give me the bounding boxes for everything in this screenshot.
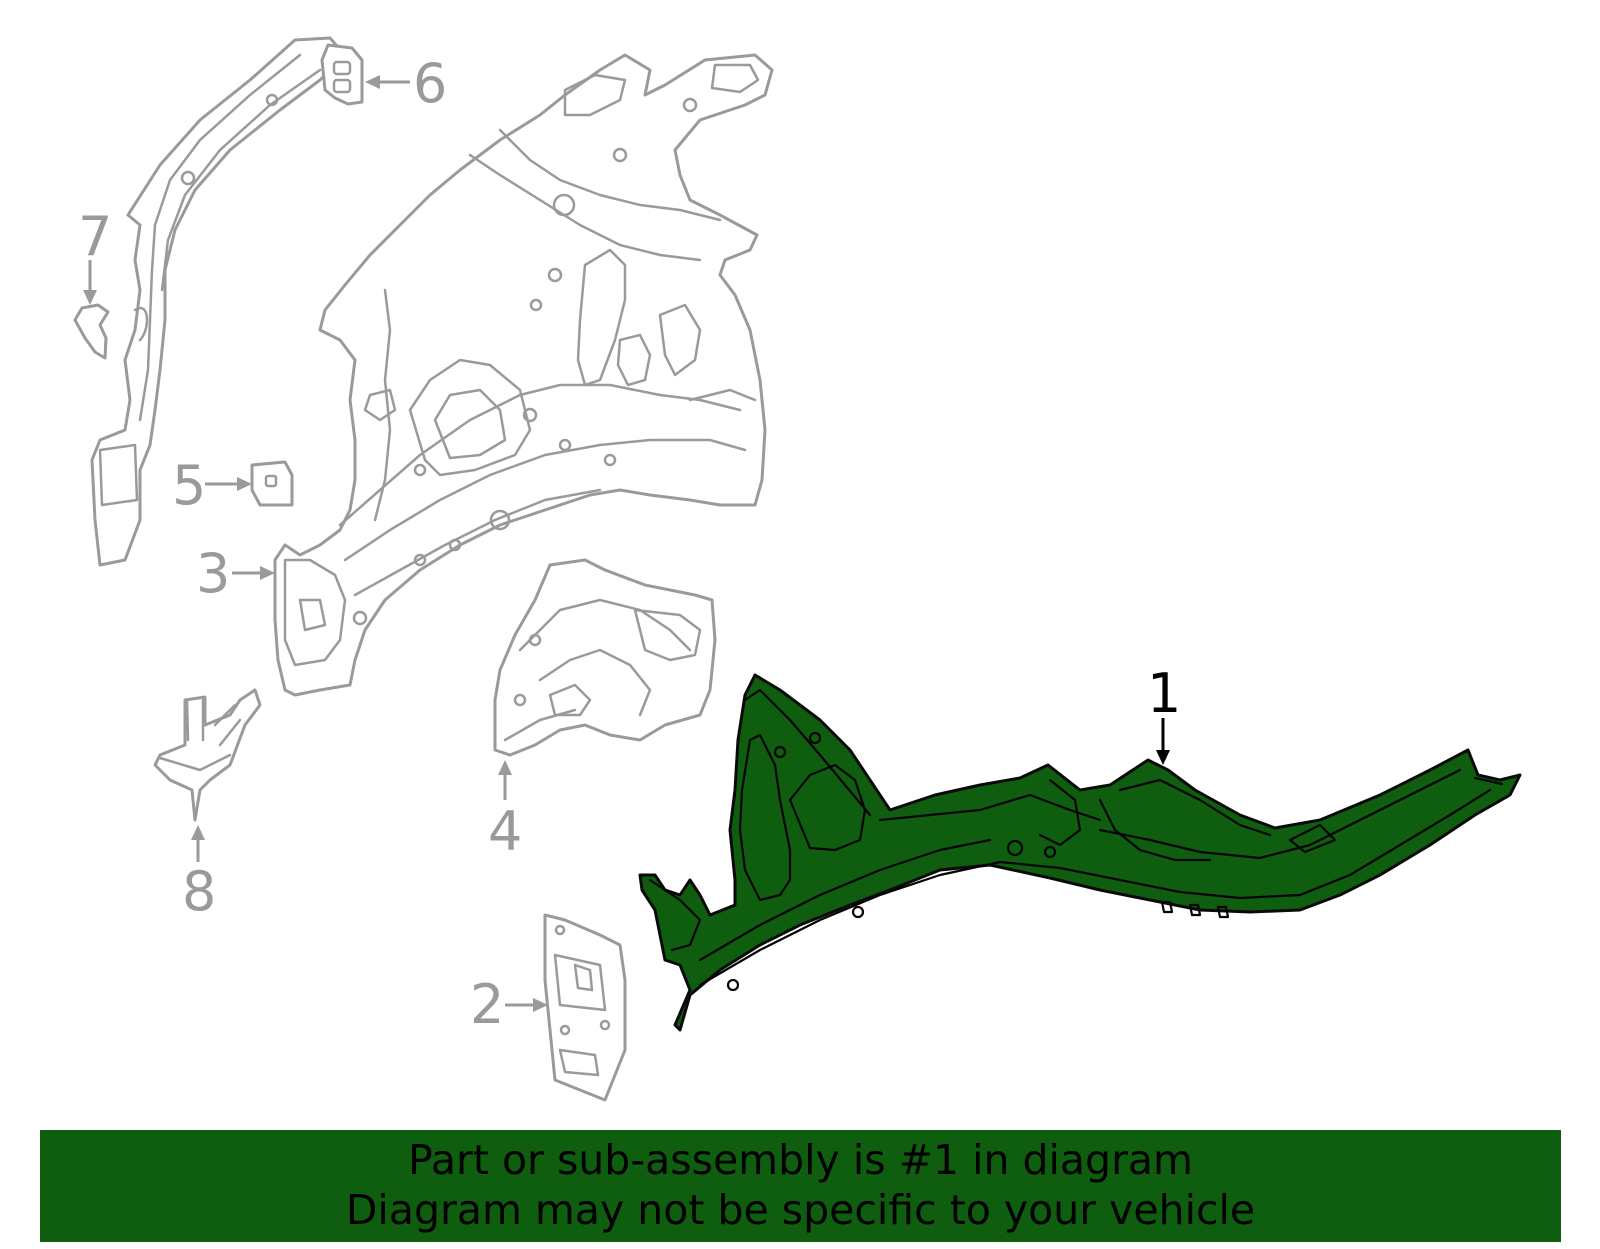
- part-6-bracket: [320, 43, 364, 106]
- part-7-bracket: [73, 303, 110, 360]
- callout-3: 3: [196, 542, 230, 605]
- callout-5: 5: [172, 454, 206, 517]
- info-banner: Part or sub-assembly is #1 in diagram Di…: [40, 1130, 1561, 1242]
- part-1-front-side-member: [638, 673, 1522, 1032]
- banner-line-1: Part or sub-assembly is #1 in diagram: [408, 1136, 1193, 1184]
- callout-4: 4: [488, 800, 522, 863]
- part-8-stud-bracket: [153, 688, 262, 822]
- part-4-wheelhouse-panel: [493, 558, 717, 757]
- part-7-pillar: [90, 36, 347, 567]
- banner-line-2: Diagram may not be specific to your vehi…: [345, 1186, 1256, 1234]
- callout-arrows: [83, 75, 1170, 1012]
- callout-8: 8: [182, 860, 216, 923]
- part-2-plate: [543, 913, 627, 1102]
- callout-6: 6: [413, 52, 447, 115]
- part-5-block: [250, 460, 294, 507]
- callout-labels: 1 2 3 4 5 6 7 8: [78, 52, 1181, 1036]
- parts-diagram: 1 2 3 4 5 6 7 8: [73, 36, 1522, 1102]
- callout-2: 2: [470, 973, 504, 1036]
- part-3-apron-assembly: [273, 53, 774, 697]
- callout-7: 7: [78, 205, 112, 268]
- callout-1: 1: [1147, 662, 1181, 725]
